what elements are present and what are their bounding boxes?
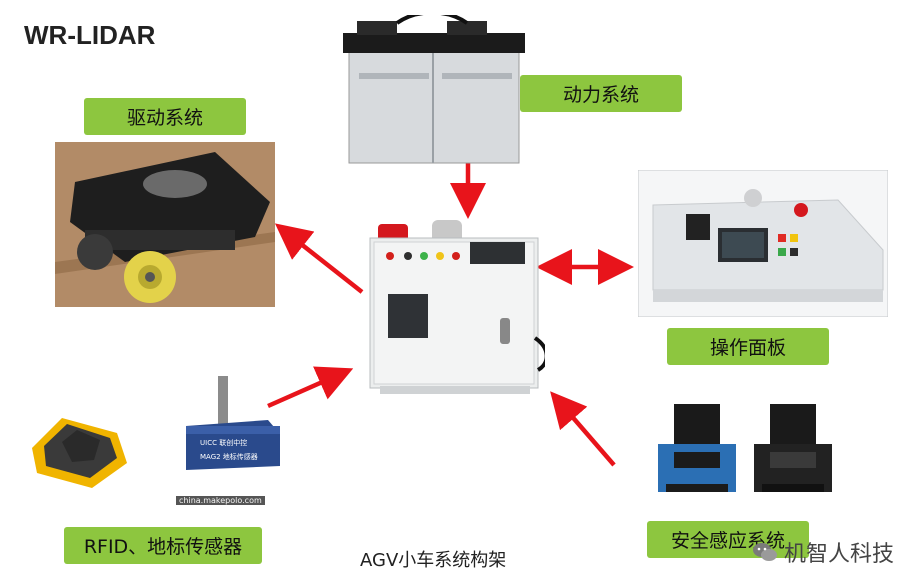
- label-rfid: RFID、地标传感器: [64, 527, 262, 564]
- drive-unit-image: [55, 142, 275, 307]
- laser-scanner-blue-image: [658, 404, 736, 492]
- label-drive: 驱动系统: [84, 98, 246, 135]
- landmark-sensor-image: [186, 376, 280, 470]
- battery-image: [343, 15, 525, 164]
- rfid-sensor-image: [32, 418, 127, 488]
- label-power: 动力系统: [520, 75, 682, 112]
- diagram-caption: AGV小车系统构架: [360, 550, 507, 571]
- sensor-site-text: china.makepolo.com: [176, 496, 265, 505]
- agv-controller-image: [369, 220, 545, 394]
- sensor-model-text: MAG2 地标传感器: [200, 453, 258, 461]
- arrow-from-safety: [550, 391, 616, 467]
- arrow-from-rfid: [267, 366, 354, 409]
- arrow-to-drive: [274, 223, 364, 294]
- brand-title: WR-LIDAR: [24, 20, 156, 50]
- watermark-text: 机智人科技: [784, 542, 895, 567]
- watermark: 机智人科技: [752, 536, 894, 568]
- laser-scanner-black-image: [754, 404, 832, 492]
- wechat-icon: [753, 543, 777, 561]
- operation-panel-image: [638, 170, 888, 317]
- sensor-brand-text: UICC 联创中控: [200, 439, 248, 447]
- label-panel: 操作面板: [667, 328, 829, 365]
